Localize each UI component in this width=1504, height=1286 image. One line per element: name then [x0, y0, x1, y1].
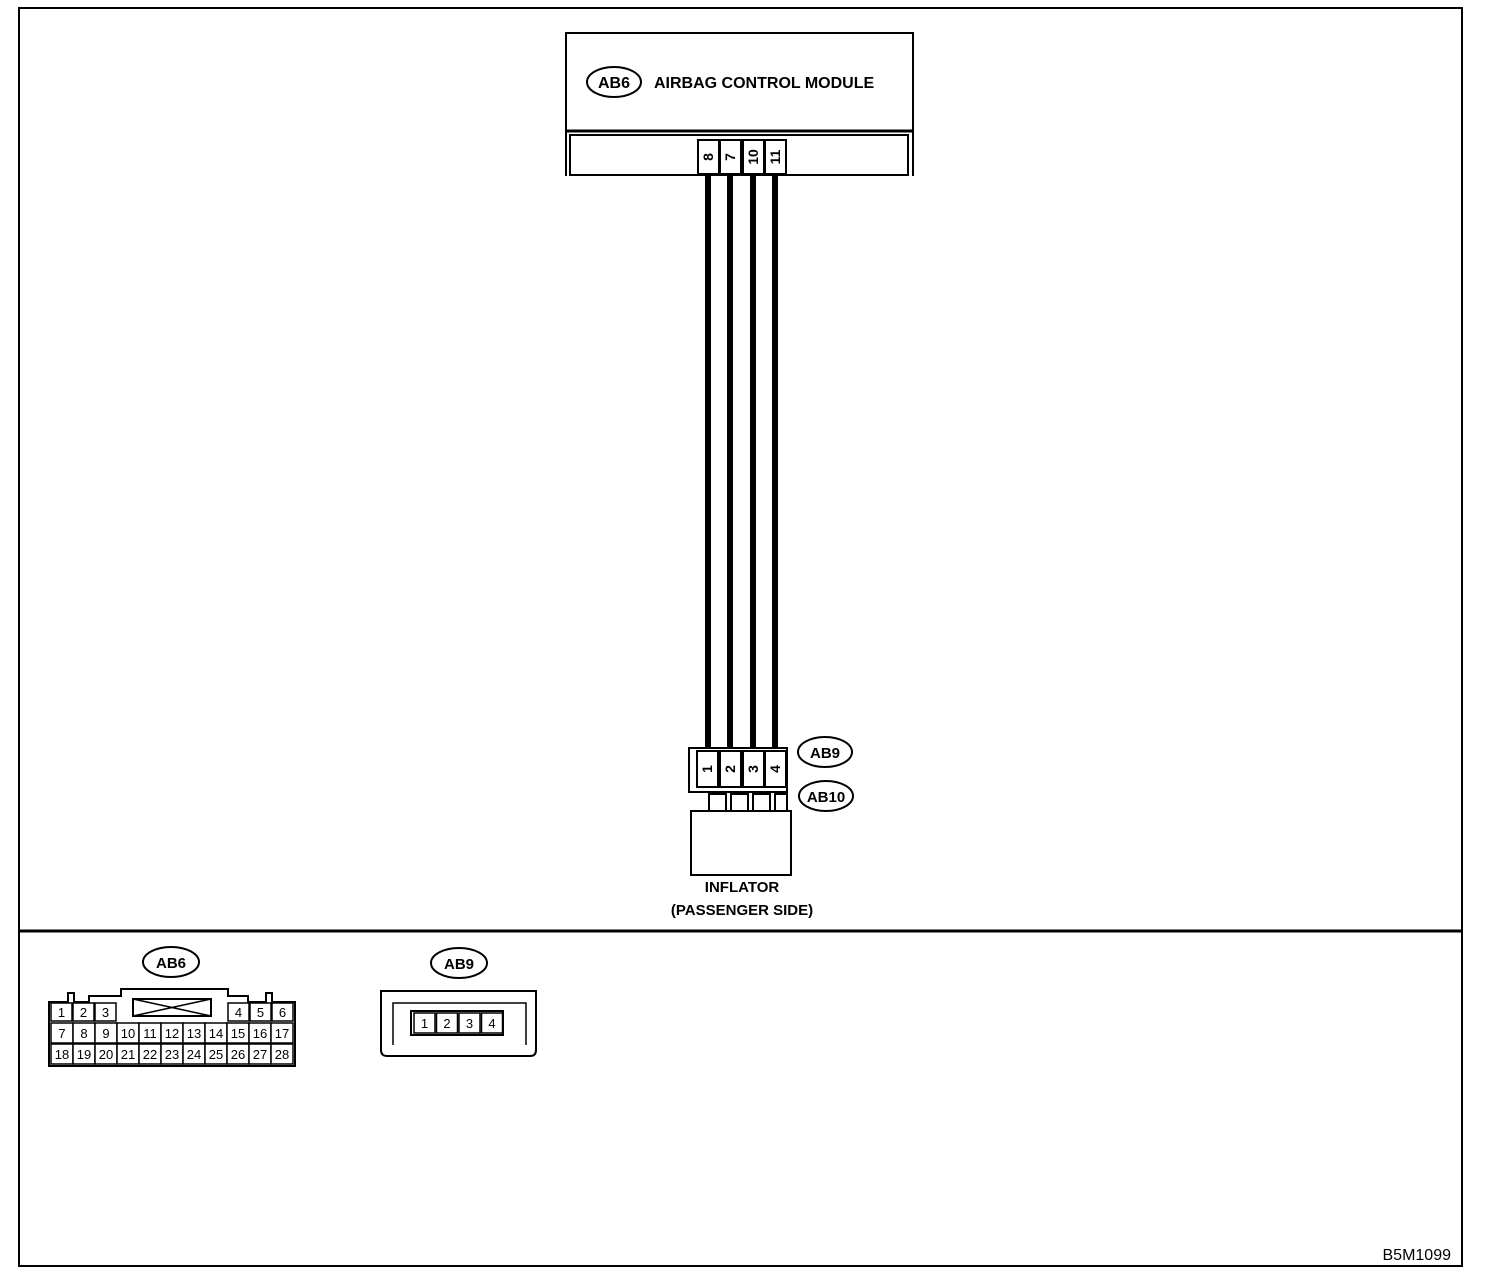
pin-label: 8: [80, 1026, 87, 1041]
ab6-row-3: 18 19 20 21 22 23 24 25 26 27 28: [50, 1043, 294, 1065]
pin-label: 1: [421, 1016, 428, 1031]
pin-label: 2: [443, 1016, 450, 1031]
pin-cell: [458, 1012, 481, 1034]
ab6-view-id: AB6: [156, 955, 186, 972]
pin-label: 21: [121, 1047, 135, 1062]
ab9-connector-id: AB9: [810, 745, 840, 762]
pin-label: 17: [275, 1026, 289, 1041]
module-terminal-label: 11: [767, 149, 783, 164]
pin-label: 26: [231, 1047, 245, 1062]
pin-cell: [270, 1022, 294, 1044]
pin-label: 12: [165, 1026, 179, 1041]
pin-label: 9: [102, 1026, 109, 1041]
inflator-connector: 1 2 3 4 AB9 AB10 INFLATOR (PASSENGER SID…: [671, 736, 854, 919]
airbag-control-module: AB6 AIRBAG CONTROL MODULE 8 7 10 11: [565, 32, 914, 176]
inflator-terminal-label: 2: [722, 765, 738, 773]
pin-cell: [72, 1002, 95, 1022]
inflator-label: INFLATOR: [705, 879, 780, 896]
pin-label: 27: [253, 1047, 267, 1062]
pin-label: 13: [187, 1026, 201, 1041]
module-terminal-label: 7: [722, 153, 738, 161]
ab9-view-id: AB9: [444, 956, 474, 973]
ab10-connector-badge: [798, 780, 854, 812]
pin-label: 3: [102, 1005, 109, 1020]
inflator-terminal-label: 1: [699, 765, 715, 773]
pin-label: 16: [253, 1026, 267, 1041]
pin-cell: [249, 1002, 272, 1022]
pin-cell: [94, 1002, 117, 1022]
pin-label: 25: [209, 1047, 223, 1062]
pin-cell: [227, 1002, 250, 1022]
pin-label: 2: [80, 1005, 87, 1020]
pin-label: 6: [279, 1005, 286, 1020]
pin-label: 23: [165, 1047, 179, 1062]
diagram-frame: [18, 7, 1463, 1267]
pin-label: 24: [187, 1047, 201, 1062]
pin-cell: [50, 1002, 73, 1022]
module-terminal-label: 8: [700, 153, 716, 161]
wire-harness: [705, 176, 778, 751]
pin-label: 10: [121, 1026, 135, 1041]
pin-label: 28: [275, 1047, 289, 1062]
pin-label: 19: [77, 1047, 91, 1062]
pin-label: 11: [143, 1026, 157, 1041]
ab10-mating-pins: [708, 793, 788, 812]
pin-label: 7: [58, 1026, 65, 1041]
pin-cell: [480, 1012, 504, 1034]
inflator-terminal-label: 4: [767, 765, 783, 773]
module-terminals: 8 7 10 11: [697, 139, 787, 175]
pin-label: 15: [231, 1026, 245, 1041]
pin-label: 3: [466, 1016, 473, 1031]
inflator-body: [690, 810, 792, 876]
pin-label: 22: [143, 1047, 157, 1062]
ab9-connector-badge: [797, 736, 853, 768]
module-title: AIRBAG CONTROL MODULE: [654, 75, 874, 92]
pin-cell: [271, 1002, 294, 1022]
ab9-view-badge: [430, 947, 488, 979]
module-terminal-label: 10: [745, 149, 761, 165]
pin-cell: [270, 1043, 294, 1065]
inflator-side-label: (PASSENGER SIDE): [671, 902, 813, 919]
pin-label: 1: [58, 1005, 65, 1020]
pin-label: 4: [235, 1005, 242, 1020]
pin-label: 4: [488, 1016, 495, 1031]
pin-cell: [435, 1012, 459, 1034]
ab6-view-badge: [142, 946, 200, 978]
pin-label: 20: [99, 1047, 113, 1062]
pin-cell: [413, 1012, 436, 1034]
ab6-connector-id: AB6: [598, 75, 630, 92]
pin-label: 14: [209, 1026, 223, 1041]
figure-code: B5M1099: [1383, 1247, 1452, 1264]
pin-label: 18: [55, 1047, 69, 1062]
inflator-terminal-label: 3: [745, 765, 761, 773]
ab10-connector-id: AB10: [807, 789, 845, 806]
pin-label: 5: [257, 1005, 264, 1020]
ab6-connector-badge: [586, 66, 642, 98]
